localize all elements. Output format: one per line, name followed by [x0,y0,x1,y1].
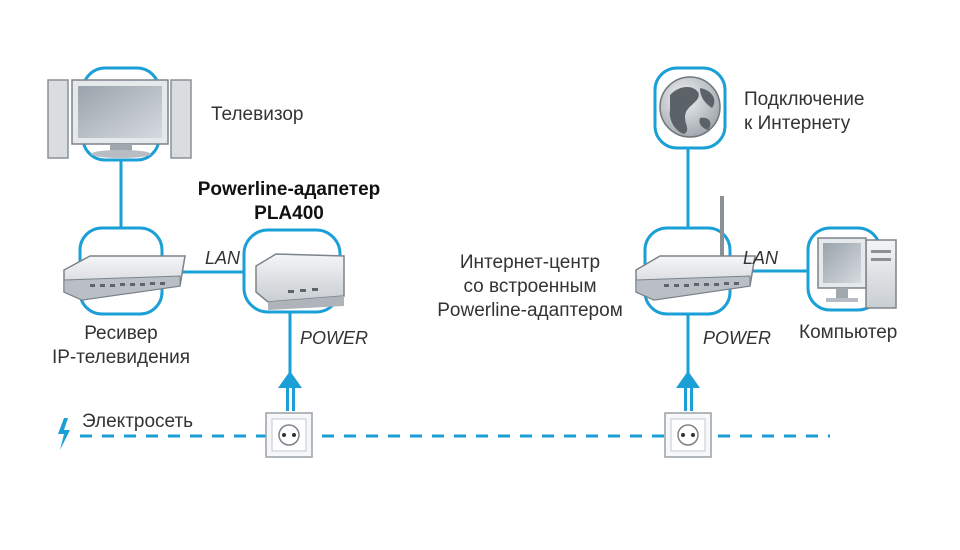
internet-center-line3: Powerline-адаптером [437,300,623,321]
lan-left-label: LAN [205,248,241,268]
socket-icon [664,412,712,458]
internet-label-line1: Подключение [744,89,865,110]
receiver-label: Ресивер IP-телевидения [41,322,201,370]
powerline-mains-label: Электросеть [82,411,194,432]
adapter-title-line1: Powerline-адапетер [197,179,381,200]
globe-icon [659,76,721,138]
router-icon [635,196,756,301]
receiver-label-line1: Ресивер [84,323,158,344]
internet-label: Подключение к Интернету [744,88,864,136]
power-left-label: POWER [300,328,369,348]
lan-right-label: LAN [743,248,779,268]
internet-center-label: Интернет-центр со встроенным Powerline-а… [422,251,638,323]
adapter-title: Powerline-адапетер PLA400 [189,178,389,226]
power-right-label: POWER [703,328,772,348]
receiver-label-line2: IP-телевидения [51,347,191,368]
power-arrow-right [676,371,700,411]
tv-icon [47,79,192,159]
tv-label: Телевизор [211,104,304,125]
powerline-adapter-icon [255,253,345,310]
internet-label-line2: к Интернету [744,113,851,134]
adapter-title-line2: PLA400 [254,203,324,224]
internet-center-line1: Интернет-центр [459,252,601,273]
computer-label: Компьютер [799,322,898,343]
computer-icon [817,237,897,309]
internet-center-line2: со встроенным [463,276,597,297]
socket-icon [265,412,313,458]
receiver-icon [63,255,186,301]
lightning-icon [58,418,70,450]
power-arrow-left [278,371,302,411]
